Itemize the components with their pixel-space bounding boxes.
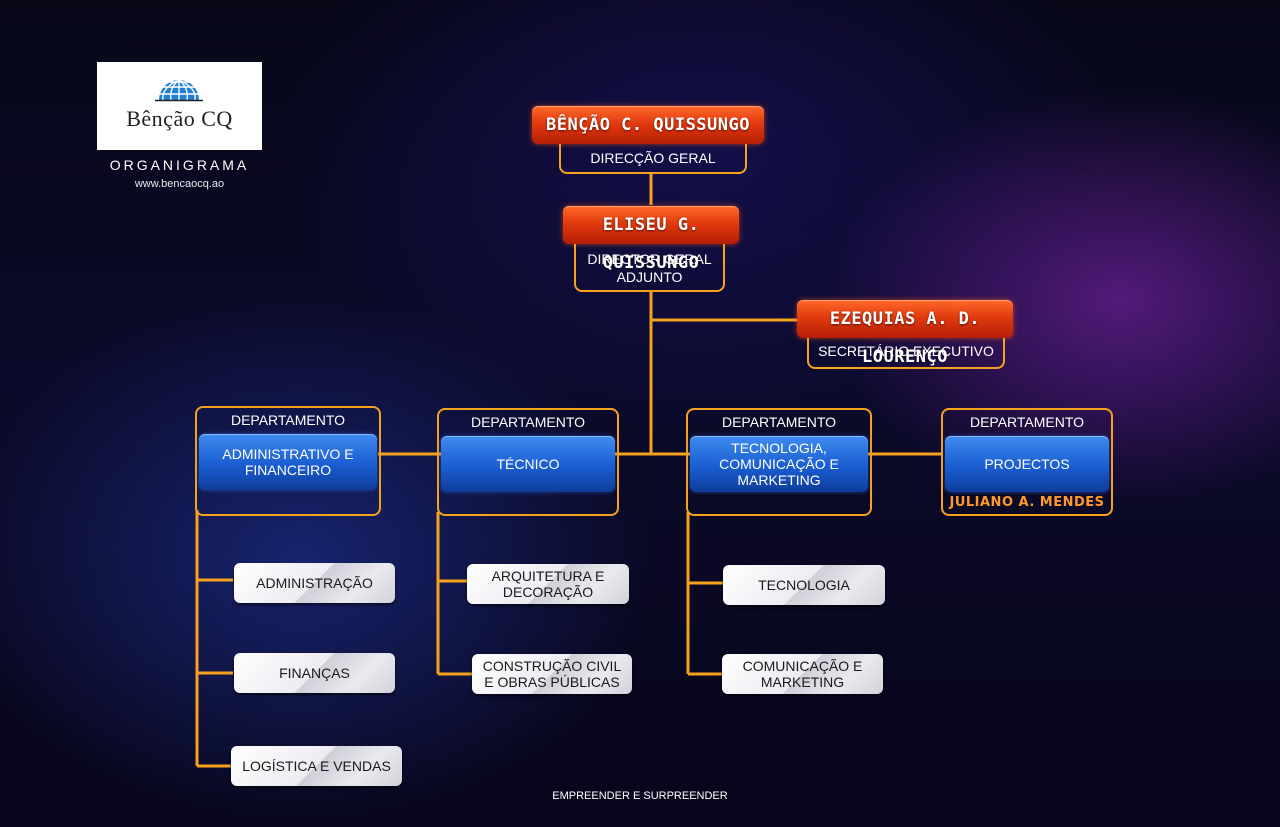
department-label: DEPARTAMENTO — [721, 414, 837, 430]
executive-secretary-role: SECRETÁRIO EXECUTIVO — [807, 338, 1005, 369]
unit-civil-construction[interactable]: CONSTRUÇÃO CIVIL E OBRAS PÚBLICAS — [472, 654, 632, 694]
department-label: DEPARTAMENTO — [470, 414, 586, 430]
org-chart-title: ORGANIGRAMA — [109, 157, 250, 173]
unit-administration[interactable]: ADMINISTRAÇÃO — [234, 563, 395, 603]
director-general-role: DIRECÇÃO GERAL — [559, 144, 747, 174]
department-name[interactable]: ADMINISTRATIVO E FINANCEIRO — [199, 434, 377, 490]
department-name[interactable]: PROJECTOS — [945, 436, 1109, 492]
executive-secretary-name: EZEQUIAS A. D. LOURENÇO — [797, 300, 1013, 367]
department-projects: DEPARTAMENTO PROJECTOS JULIANO A. MENDES — [941, 408, 1113, 516]
company-logo: Bênção CQ — [97, 62, 262, 150]
unit-logistics-sales[interactable]: LOGÍSTICA E VENDAS — [231, 746, 402, 786]
unit-finance[interactable]: FINANÇAS — [234, 653, 395, 693]
department-technical: DEPARTAMENTO TÉCNICO — [437, 408, 619, 516]
deputy-director-role-line1: DIRECTOR GERAL — [587, 251, 712, 267]
unit-technology[interactable]: TECNOLOGIA — [723, 565, 885, 605]
department-technology-communication-marketing: DEPARTAMENTO TECNOLOGIA, COMUNICAÇÃO E M… — [686, 408, 872, 516]
footer-slogan: EMPREENDER E SURPREENDER — [552, 790, 728, 802]
deputy-director-name: ELISEU G. QUISSUNGO — [563, 206, 739, 273]
unit-communication-marketing[interactable]: COMUNICAÇÃO E MARKETING — [722, 654, 883, 694]
website-link[interactable]: www.bencaocq.ao — [134, 178, 225, 190]
globe-icon — [155, 79, 203, 102]
department-name[interactable]: TECNOLOGIA, COMUNICAÇÃO E MARKETING — [690, 436, 868, 492]
deputy-director-role-line2: ADJUNTO — [616, 269, 683, 285]
department-head-name: JULIANO A. MENDES — [949, 495, 1105, 510]
department-name[interactable]: TÉCNICO — [441, 436, 615, 492]
director-general-name: BÊNÇÃO C. QUISSUNGO — [532, 106, 764, 144]
unit-architecture-decoration[interactable]: ARQUITETURA E DECORAÇÃO — [467, 564, 629, 604]
department-label: DEPARTAMENTO — [230, 412, 346, 428]
department-administrative-financial: DEPARTAMENTO ADMINISTRATIVO E FINANCEIRO — [195, 406, 381, 516]
logo-wordmark: Bênção CQ — [126, 106, 233, 131]
department-label: DEPARTAMENTO — [969, 414, 1085, 430]
deputy-director-role: DIRECTOR GERAL ADJUNTO — [574, 244, 725, 292]
